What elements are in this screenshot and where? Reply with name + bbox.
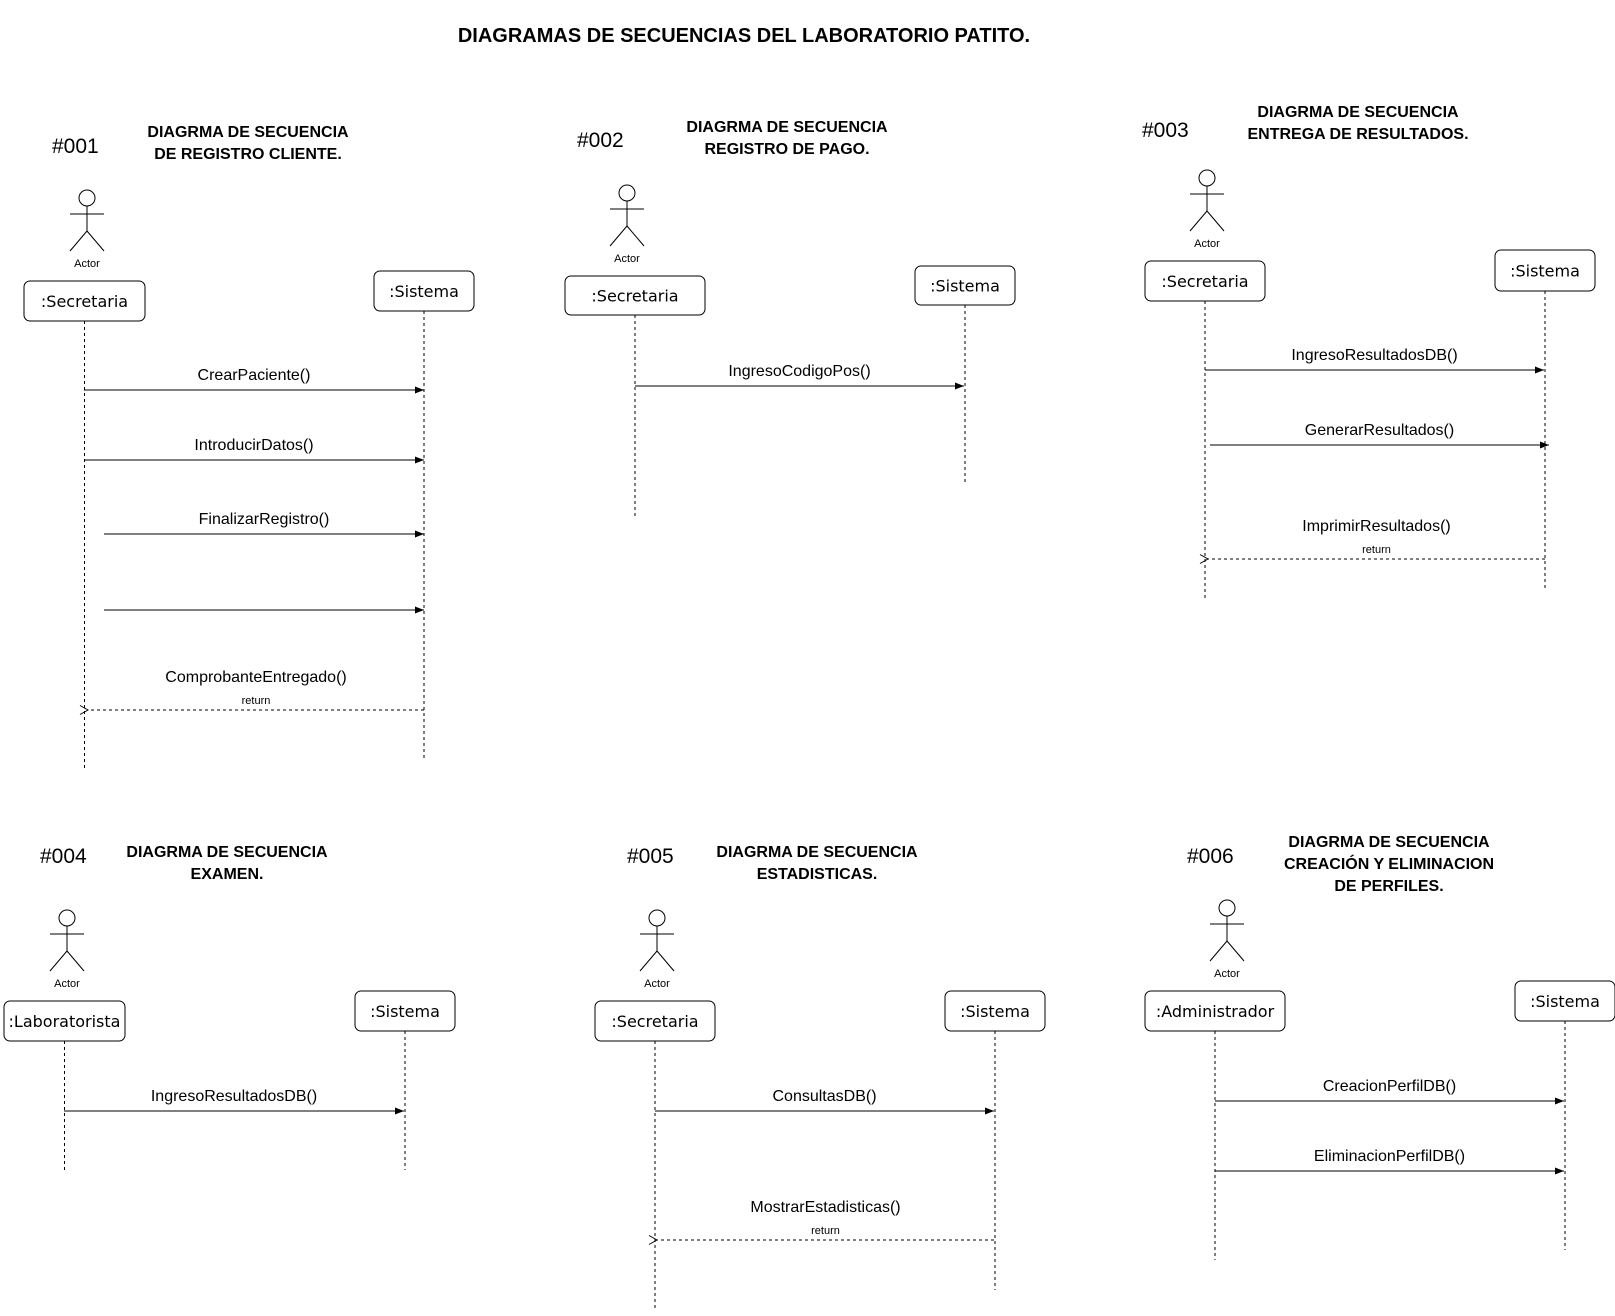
message-label: IngresoCodigoPos() <box>728 363 870 380</box>
message-label: ComprobanteEntregado() <box>165 669 346 686</box>
right-participant-box: :Sistema <box>1494 249 1596 292</box>
left-participant-box: :Secretaria <box>594 1000 716 1042</box>
return-label: return <box>811 1225 840 1237</box>
sequence-diagram-1: #001 DIAGRMA DE SECUENCIA DE REGISTRO CLIE… <box>23 124 475 768</box>
sequence-diagram-3: #003 DIAGRMA DE SECUENCIA ENTREGA DE RESUL… <box>1142 104 1596 598</box>
message-label: ConsultasDB() <box>772 1088 876 1105</box>
participant-label: :Sistema <box>389 282 459 301</box>
return-message: ComprobanteEntregado() return <box>88 669 424 710</box>
sequence-diagram-2: #002 DIAGRMA DE SECUENCIA REGISTRO DE PAGO… <box>564 119 1016 516</box>
right-participant-box: :Sistema <box>354 990 456 1032</box>
diagram-title-line: DIAGRMA DE SECUENCIA <box>147 124 349 141</box>
actor-icon <box>49 909 85 972</box>
participant-label: :Sistema <box>930 277 1000 296</box>
message-label: IntroducirDatos() <box>194 437 313 454</box>
diagram-title-line: DE REGISTRO CLIENTE. <box>154 146 342 163</box>
message-label: CreacionPerfilDB() <box>1323 1078 1456 1095</box>
actor-icon <box>69 189 105 252</box>
diagram-number: #001 <box>52 135 99 158</box>
diagram-title-line: DE PERFILES. <box>1334 878 1443 895</box>
left-participant-box: :Laboratorista <box>3 1000 126 1042</box>
diagram-title-line: CREACIÓN Y ELIMINACION <box>1284 854 1494 873</box>
diagram-number: #003 <box>1142 119 1189 142</box>
sequence-diagram-6: #006 DIAGRMA DE SECUENCIA CREACIÓN Y ELIMI… <box>1144 834 1615 1260</box>
sync-message: CreacionPerfilDB() <box>1215 1078 1564 1105</box>
right-participant-box: :Sistema <box>914 265 1016 306</box>
return-message: MostrarEstadisticas() return <box>657 1199 994 1240</box>
diagram-number: #002 <box>577 129 624 152</box>
message-label: CrearPaciente() <box>198 367 311 384</box>
participant-label: :Laboratorista <box>9 1012 121 1031</box>
participant-label: :Sistema <box>370 1002 440 1021</box>
message-label: GenerarResultados() <box>1305 422 1454 439</box>
actor-icon <box>1189 169 1225 232</box>
diagram-title-line: REGISTRO DE PAGO. <box>704 141 869 158</box>
actor-label: Actor <box>644 978 670 990</box>
sync-message: IngresoCodigoPos() <box>635 363 964 390</box>
actor-label: Actor <box>614 253 640 265</box>
participant-label: :Sistema <box>1530 992 1600 1011</box>
sync-message: CrearPaciente() <box>84 367 424 394</box>
message-label: MostrarEstadisticas() <box>750 1199 900 1216</box>
right-participant-box: :Sistema <box>1514 980 1615 1022</box>
actor-icon <box>639 909 675 972</box>
diagram-title-line: DIAGRMA DE SECUENCIA <box>126 844 328 861</box>
sync-message: IngresoResultadosDB() <box>64 1088 404 1115</box>
participant-label: :Sistema <box>960 1002 1030 1021</box>
message-label: FinalizarRegistro() <box>199 511 330 528</box>
participant-label: :Administrador <box>1156 1002 1275 1021</box>
return-message: ImprimirResultados() return <box>1208 518 1545 559</box>
participant-label: :Secretaria <box>611 1012 698 1031</box>
actor-icon <box>609 184 645 247</box>
right-participant-box: :Sistema <box>373 270 475 312</box>
participant-label: :Secretaria <box>1161 272 1248 291</box>
sync-message: IntroducirDatos() <box>84 437 424 464</box>
actor-label: Actor <box>74 258 100 270</box>
sync-message: IngresoResultadosDB() <box>1205 347 1544 374</box>
left-participant-box: :Administrador <box>1144 990 1286 1032</box>
return-label: return <box>1362 544 1391 556</box>
sync-message: EliminacionPerfilDB() <box>1215 1148 1564 1175</box>
left-participant-box: :Secretaria <box>564 275 706 316</box>
sync-message: FinalizarRegistro() <box>104 511 424 538</box>
diagram-title-line: DIAGRMA DE SECUENCIA <box>716 844 918 861</box>
diagram-title-line: DIAGRMA DE SECUENCIA <box>1288 834 1490 851</box>
diagram-title-line: ESTADISTICAS. <box>757 866 878 883</box>
sync-message: ConsultasDB() <box>655 1088 994 1115</box>
page-title: DIAGRAMAS DE SECUENCIAS DEL LABORATORIO … <box>458 25 1030 47</box>
diagram-title-line: DIAGRMA DE SECUENCIA <box>686 119 888 136</box>
sequence-diagram-5: #005 DIAGRMA DE SECUENCIA ESTADISTICAS. Act… <box>594 844 1046 1308</box>
diagram-title-line: EXAMEN. <box>191 866 264 883</box>
message-label: IngresoResultadosDB() <box>151 1088 317 1105</box>
left-participant-box: :Secretaria <box>23 280 146 322</box>
message-label: IngresoResultadosDB() <box>1291 347 1457 364</box>
sync-message: GenerarResultados() <box>1210 422 1549 449</box>
diagram-number: #004 <box>40 845 87 868</box>
actor-label: Actor <box>1194 238 1220 250</box>
diagram-title-line: ENTREGA DE RESULTADOS. <box>1247 126 1468 143</box>
return-label: return <box>242 695 271 707</box>
participant-label: :Secretaria <box>41 292 128 311</box>
actor-label: Actor <box>1214 968 1240 980</box>
left-participant-box: :Secretaria <box>1144 260 1266 302</box>
sequence-diagram-4: #004 DIAGRMA DE SECUENCIA EXAMEN. Actor :Lab… <box>3 844 456 1170</box>
message-label: ImprimirResultados() <box>1302 518 1450 535</box>
diagram-number: #005 <box>627 845 674 868</box>
diagram-number: #006 <box>1187 845 1234 868</box>
participant-label: :Sistema <box>1510 262 1580 281</box>
message-label: EliminacionPerfilDB() <box>1314 1148 1465 1165</box>
diagram-title-line: DIAGRMA DE SECUENCIA <box>1257 104 1459 121</box>
right-participant-box: :Sistema <box>944 990 1046 1032</box>
participant-label: :Secretaria <box>591 287 678 306</box>
actor-icon <box>1209 899 1245 962</box>
actor-label: Actor <box>54 978 80 990</box>
